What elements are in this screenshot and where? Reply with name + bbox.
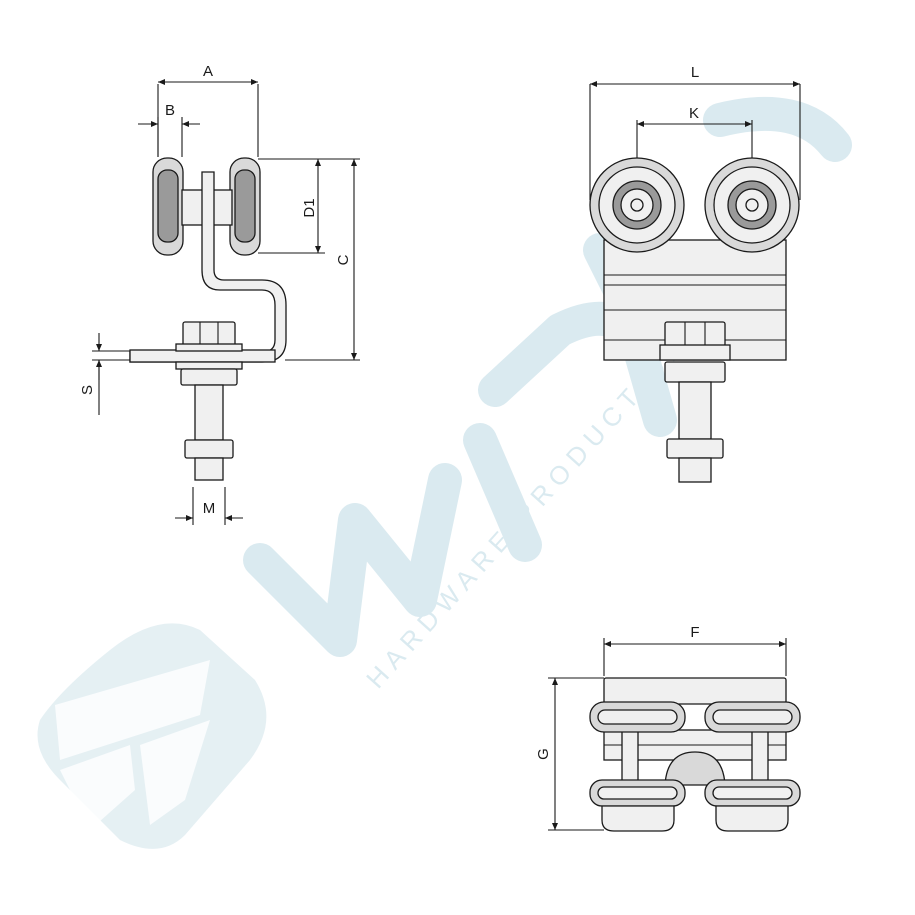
front-view: L K <box>589 64 801 483</box>
bottom-view: F G <box>535 624 801 832</box>
dim-label-f: F <box>690 624 699 641</box>
watermark-logo-icon <box>37 623 267 849</box>
dim-label-l: L <box>691 64 699 81</box>
dim-label-s: S <box>79 385 96 395</box>
dim-label-a: A <box>203 63 213 80</box>
dim-label-c: C <box>335 254 352 265</box>
dim-label-g: G <box>535 748 552 760</box>
dim-label-m: M <box>203 500 216 517</box>
dim-label-b: B <box>165 102 175 119</box>
dim-label-d1: D1 <box>301 198 318 217</box>
dim-label-k: K <box>689 105 699 122</box>
side-view: A B D1 C S <box>79 63 360 525</box>
